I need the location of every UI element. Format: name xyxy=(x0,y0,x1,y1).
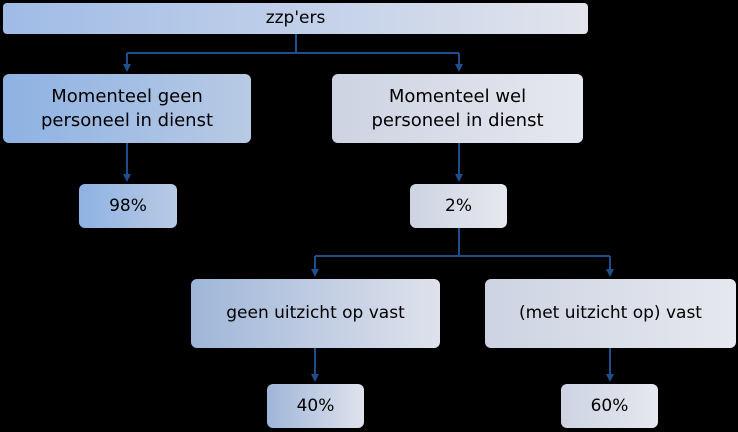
permanent-prospect-value: 60% xyxy=(590,395,629,416)
permanent-prospect-value-box: 60% xyxy=(561,384,658,428)
with-staff-label: Momenteel wel personeel in dienst xyxy=(371,86,544,131)
root-label: zzp'ers xyxy=(265,8,326,29)
no-staff-value: 98% xyxy=(109,195,147,216)
with-staff-value: 2% xyxy=(445,195,472,216)
no-staff-value-box: 98% xyxy=(79,184,177,228)
no-permanent-prospect-value: 40% xyxy=(296,395,335,416)
no-staff-node: Momenteel geen personeel in dienst xyxy=(3,74,251,143)
permanent-prospect-node: (met uitzicht op) vast xyxy=(485,279,736,348)
no-permanent-prospect-value-box: 40% xyxy=(267,384,364,428)
root-node: zzp'ers xyxy=(3,3,588,34)
no-staff-label: Momenteel geen personeel in dienst xyxy=(40,86,214,131)
no-permanent-prospect-label: geen uitzicht op vast xyxy=(226,303,405,324)
with-staff-node: Momenteel wel personeel in dienst xyxy=(332,74,583,143)
no-permanent-prospect-node: geen uitzicht op vast xyxy=(191,279,440,348)
permanent-prospect-label: (met uitzicht op) vast xyxy=(519,303,702,324)
with-staff-value-box: 2% xyxy=(410,184,507,228)
